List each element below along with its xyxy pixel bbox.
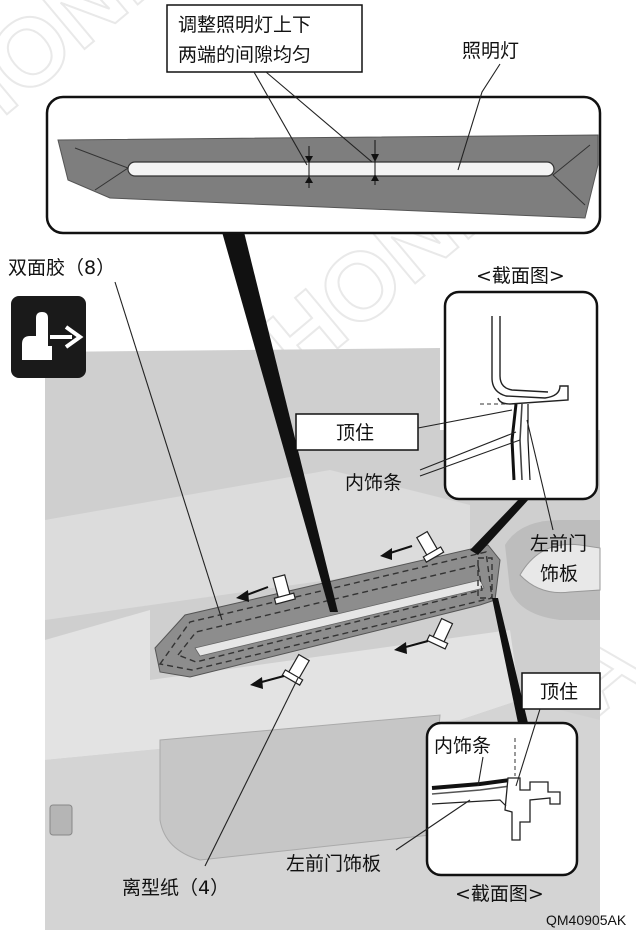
gap-note-line2: 两端的间隙均匀 [178, 44, 311, 66]
pull-arrow-icon [380, 545, 413, 560]
tape-end-outline [477, 557, 493, 599]
push-bottom-leader [515, 708, 541, 787]
release-tab [272, 574, 297, 605]
push-label-top-box [295, 413, 419, 451]
light-label: 照明灯 [462, 40, 519, 62]
door-panel-bottom-label: 左前门饰板 [286, 853, 381, 875]
door-panel-label-2: 饰板 [540, 563, 578, 585]
section-view-bottom: 顶住 内饰条 <截面图> [425, 598, 601, 905]
section-view-top: <截面图> [443, 265, 599, 555]
pull-arrow-icon [236, 586, 269, 602]
section-top-panel-inner [499, 316, 549, 393]
section-bottom-trim [431, 778, 511, 790]
gap-note-box [166, 4, 363, 73]
pull-arrow-icon [394, 640, 429, 654]
section-bottom-profile [504, 777, 561, 841]
tape-label: 双面胶（8） [8, 257, 115, 279]
door-switch [49, 804, 73, 836]
release-paper-leader [204, 677, 299, 867]
gap-marker-center [371, 140, 379, 185]
gap-note-leader [265, 71, 373, 163]
push-label-top: 顶住 [295, 409, 513, 451]
gap-marker-left [305, 146, 313, 188]
hand-arrow-icon [11, 296, 86, 378]
zoom-wedge [222, 232, 338, 612]
section-top-frame [443, 290, 599, 501]
push-label-bottom-text: 顶住 [540, 681, 578, 703]
release-tab [426, 617, 454, 650]
door-pocket [159, 714, 441, 861]
section-top-label: <截面图> [476, 265, 565, 287]
door-panel-bottom-leader [395, 799, 471, 851]
inner-handle [519, 543, 601, 594]
section-bottom-label: <截面图> [455, 883, 544, 905]
gap-note: 调整照明灯上下 两端的间隙均匀 [166, 4, 373, 166]
trim-bottom-leader [477, 756, 484, 787]
figure-code: QM40905AK [546, 912, 627, 928]
push-label-top-text: 顶住 [336, 422, 374, 444]
section-bottom-trim2 [431, 785, 511, 795]
section-top-trim [510, 403, 518, 481]
door-panel-label: 左前门 [530, 533, 587, 555]
door-upper-band [45, 470, 470, 620]
section-top-panel-profile [491, 316, 569, 405]
trim-strip-label-top: 内饰条 [345, 472, 402, 494]
section-bottom-wedge [492, 598, 528, 723]
zoom-view-light [45, 95, 602, 612]
tape-leader [114, 281, 223, 621]
release-tab [415, 530, 445, 563]
release-paper-tabs [236, 530, 454, 689]
zoom-panel-edge-right [552, 144, 591, 206]
pull-arrow-icon [250, 675, 285, 689]
section-top-wedge [470, 498, 530, 555]
push-label-bottom-box [521, 672, 601, 710]
light-bar [194, 579, 485, 657]
section-top-trim3 [527, 404, 531, 481]
trim-top-leader [419, 431, 517, 471]
release-tab [281, 653, 311, 686]
door-panel-leader [526, 419, 554, 531]
tape-outline-inner [176, 564, 483, 663]
release-paper-label: 离型纸（4） [122, 877, 229, 899]
gap-note-line1: 调整照明灯上下 [178, 14, 311, 36]
gap-note-leader [253, 71, 308, 166]
section-bottom-panel-line [431, 799, 507, 807]
section-bottom-frame [425, 721, 579, 877]
tape-outline-outer [158, 551, 493, 671]
zoom-light-bar [127, 161, 555, 177]
light-leader [457, 63, 501, 171]
trim-strip-label-bottom: 内饰条 [434, 735, 491, 757]
trim-top-leader2 [419, 439, 521, 477]
push-top-leader [417, 409, 513, 429]
